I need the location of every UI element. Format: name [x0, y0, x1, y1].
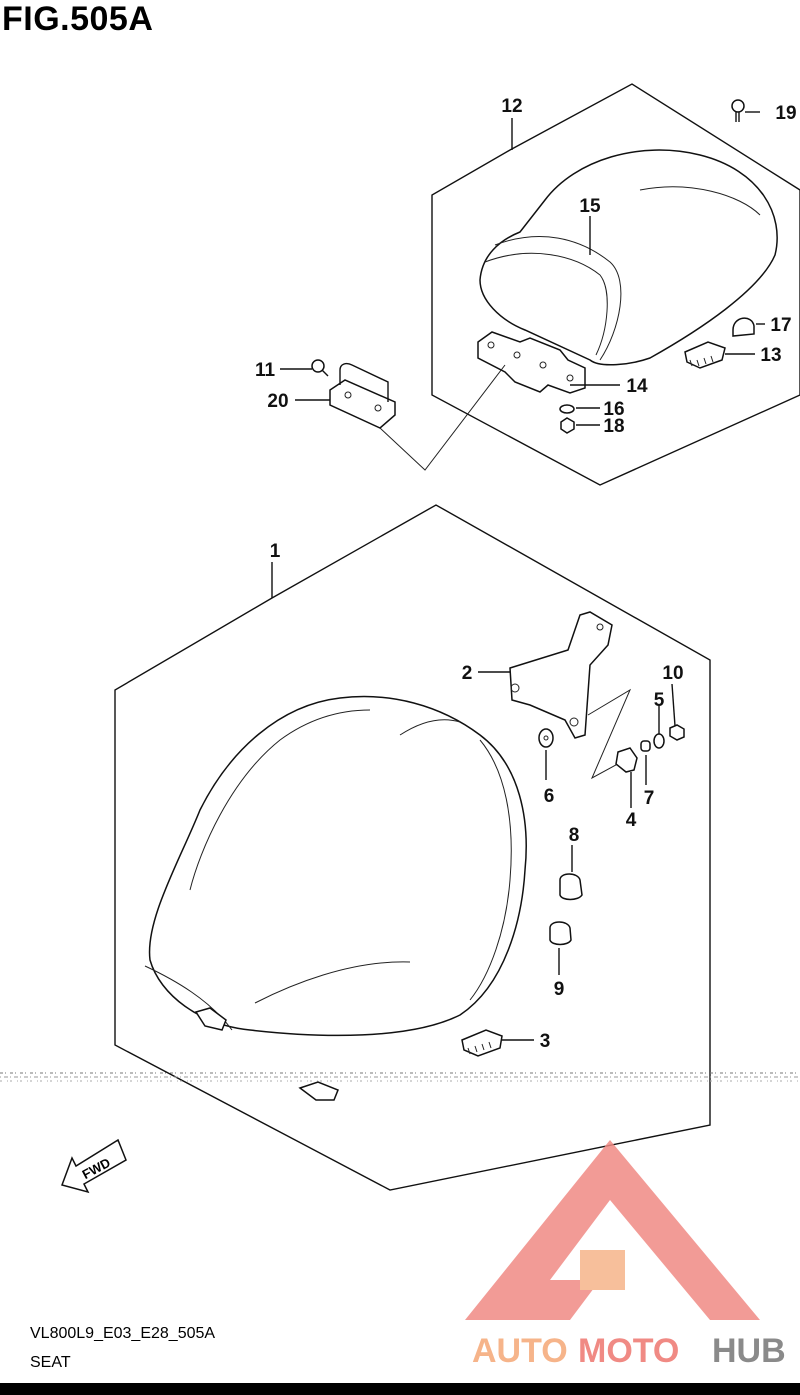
callout-13: 13: [760, 345, 781, 366]
collar-7: [640, 740, 651, 752]
callout-10: 10: [662, 663, 683, 684]
callout-19: 19: [775, 103, 796, 124]
front-seat-cushion: [144, 695, 527, 1101]
fwd-label: FWD: [80, 1155, 113, 1182]
nut-18: [560, 417, 575, 434]
scan-noise-band: [0, 1072, 800, 1082]
screw-19: [731, 99, 745, 122]
bottom-border-bar: [0, 1383, 800, 1395]
section-name: SEAT: [30, 1354, 71, 1371]
rear-seat-cushion: [479, 149, 778, 366]
automotohub-logo: AUTO MOTO HUB: [465, 1140, 786, 1370]
logo-word-moto: MOTO: [578, 1332, 679, 1370]
model-code: VL800L9_E03_E28_505A: [30, 1325, 216, 1342]
callout-6: 6: [544, 786, 555, 807]
bolt-11: [311, 359, 329, 377]
front-seat-group-outline: [114, 504, 711, 1191]
callout-5: 5: [654, 690, 665, 711]
link-line-upper: [379, 364, 506, 471]
callout-14: 14: [626, 376, 648, 397]
callout-8: 8: [569, 825, 580, 846]
rear-seat-bracket: [477, 331, 586, 394]
cushion-8: [559, 873, 583, 901]
rear-seat-group-outline: [431, 83, 800, 486]
nut-10: [669, 724, 685, 741]
callout-12: 12: [501, 96, 522, 117]
logo-word-auto: AUTO: [472, 1332, 568, 1370]
callout-17: 17: [770, 315, 791, 336]
callout-3: 3: [540, 1031, 551, 1052]
forward-direction-arrow: FWD: [61, 1138, 127, 1194]
callout-18: 18: [603, 416, 624, 437]
damper-4: [615, 747, 638, 773]
callout-2: 2: [462, 663, 473, 684]
callout-9: 9: [554, 979, 565, 1000]
washer-5: [653, 733, 665, 749]
callout-16: 16: [603, 399, 624, 420]
cushion-9: [549, 921, 572, 946]
cap-nut-17: [732, 317, 755, 337]
callout-15: 15: [579, 196, 601, 217]
cushion-3: [461, 1029, 503, 1057]
link-zigzag: [587, 688, 632, 780]
callout-4: 4: [626, 810, 637, 831]
logo-word-hub: HUB: [712, 1332, 786, 1370]
seat-front-bracket: [509, 611, 613, 739]
figure-title: FIG.505A: [2, 0, 154, 38]
callout-11: 11: [255, 360, 276, 381]
washer-16: [559, 404, 575, 414]
callout-1: 1: [270, 541, 281, 562]
washer-6: [538, 728, 554, 748]
passenger-handle-bracket: [329, 362, 396, 429]
cushion-13: [684, 341, 726, 369]
leader-lines: [271, 111, 765, 1041]
callout-20: 20: [267, 391, 288, 412]
callout-7: 7: [644, 788, 655, 809]
